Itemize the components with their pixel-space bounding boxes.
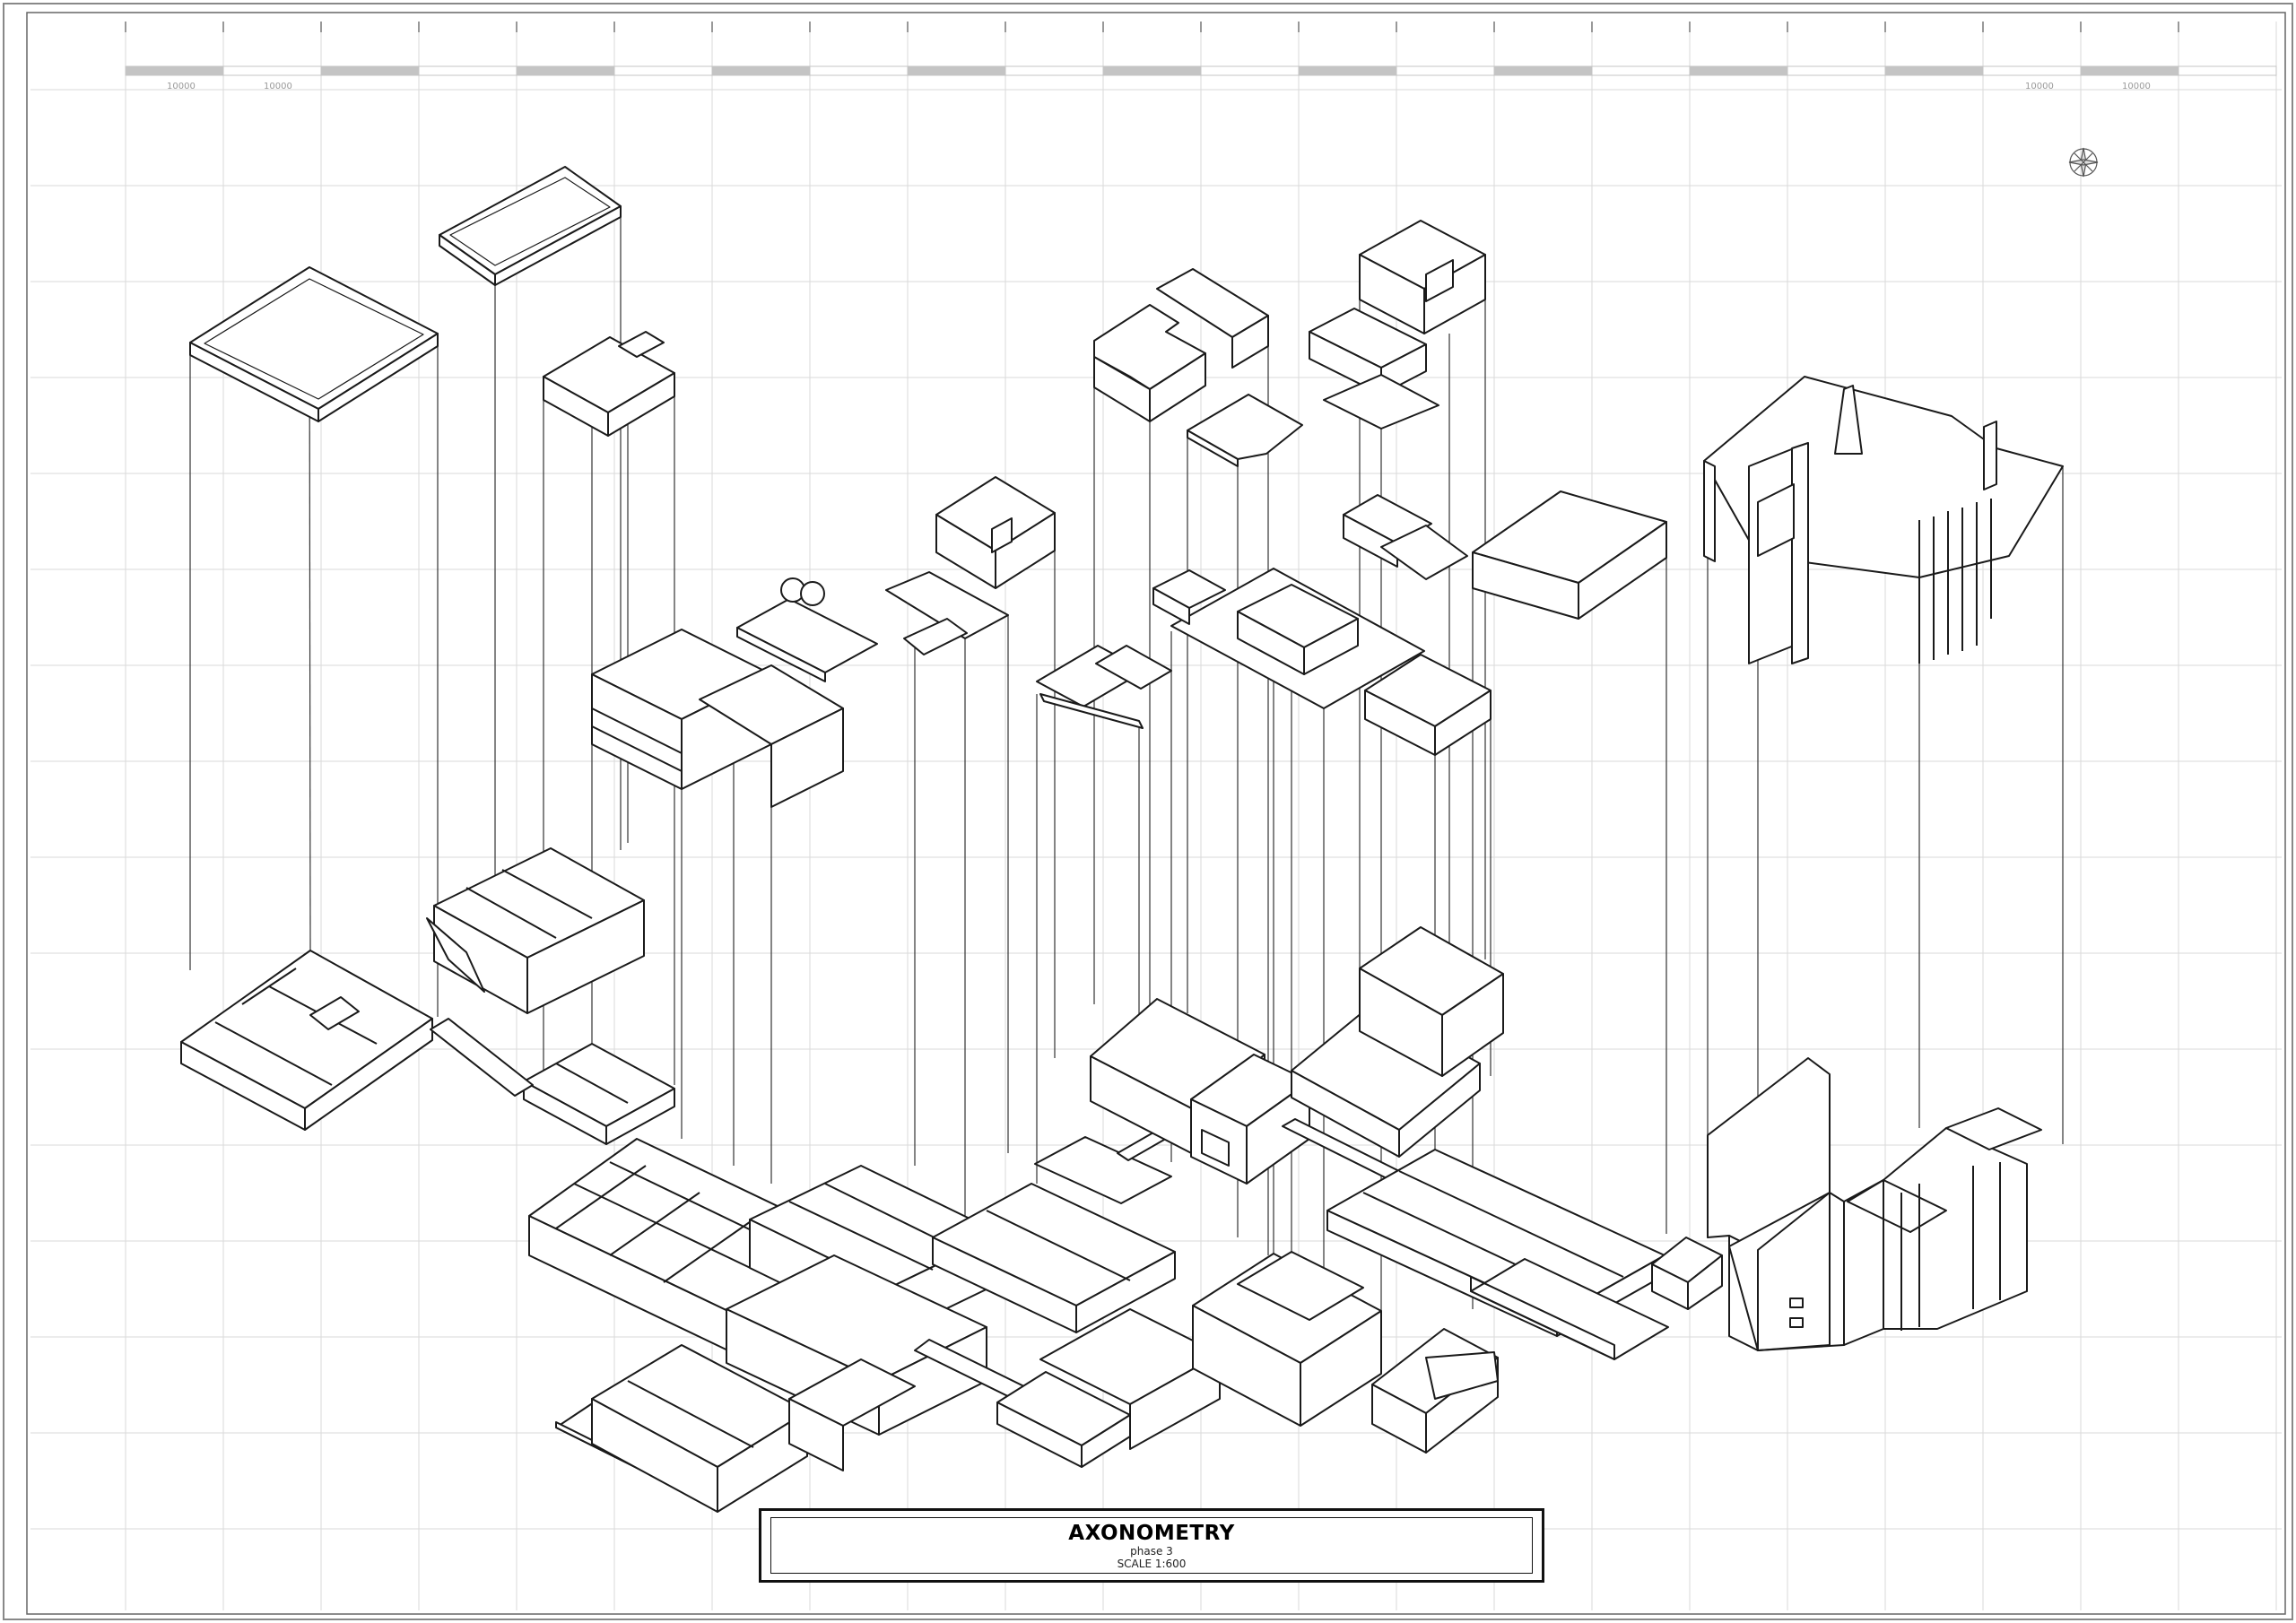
- plan-block-3: [523, 1043, 675, 1145]
- plan-block-13: [1192, 1251, 1382, 1427]
- drawing-scale: SCALE 1:600: [1117, 1557, 1187, 1570]
- scale-bar-segment-12: [1298, 65, 1397, 76]
- title-block: AXONOMETRY phase 3 SCALE 1:600: [759, 1508, 1544, 1583]
- plan-block-6: [555, 1344, 826, 1513]
- pavilion-roof: [736, 577, 878, 682]
- plan-block-10: [1090, 998, 1310, 1185]
- scale-bar-segment-0: [125, 65, 224, 76]
- house-volume-6: [1309, 308, 1439, 430]
- house-volume-3: [591, 629, 844, 808]
- scale-bar-segment-6: [711, 65, 811, 76]
- house-volume-8: [1343, 494, 1468, 580]
- plan-block-9: [996, 1308, 1221, 1468]
- plan-block-8: [932, 1136, 1176, 1333]
- scale-bar-segment-5: [613, 65, 713, 76]
- scale-bar-segment-9: [1004, 65, 1104, 76]
- plan-block-12: [1326, 1149, 1669, 1360]
- scale-bar-segment-18: [1884, 65, 1984, 76]
- scale-bar-segment-20: [2080, 65, 2179, 76]
- title-block-inner: AXONOMETRY phase 3 SCALE 1:600: [770, 1517, 1533, 1574]
- scale-label-4: 10000: [2122, 82, 2151, 91]
- scale-bar-segment-2: [320, 65, 420, 76]
- house-volume-4: [1093, 268, 1269, 422]
- scale-bar-segment-3: [418, 65, 517, 76]
- scale-label-2: 10000: [264, 82, 292, 91]
- drawing-title: AXONOMETRY: [1068, 1521, 1235, 1545]
- scale-bar: [125, 22, 2277, 76]
- plan-block-15: [1651, 1237, 1723, 1310]
- plan-block-14: [1371, 1328, 1499, 1454]
- house-volume-7: [1472, 490, 1667, 620]
- upper-volumes: [189, 166, 2064, 808]
- scale-bar-segment-11: [1200, 65, 1300, 76]
- scale-bar-segment-13: [1396, 65, 1495, 76]
- scale-bar-segment-14: [1493, 65, 1593, 76]
- scale-bar-segment-10: [1102, 65, 1202, 76]
- roof-slab-3: [1036, 645, 1172, 729]
- roof-slab-1: [885, 571, 1009, 655]
- cathedral-roof: [1703, 376, 2064, 664]
- scale-label-1: 10000: [167, 82, 196, 91]
- house-volume-1: [543, 331, 675, 437]
- scale-label-3: 10000: [2025, 82, 2054, 91]
- roof-complex: [1152, 568, 1492, 756]
- scale-bar-segment-8: [907, 65, 1006, 76]
- house-volume-2: [935, 476, 1056, 589]
- scale-bar-segment-1: [222, 65, 322, 76]
- sheet-outer-border: [3, 3, 2293, 1620]
- plan-block-2: [426, 847, 645, 1014]
- scale-bar-segment-7: [809, 65, 909, 76]
- bridge-connector: [430, 1018, 534, 1097]
- tower-roof-b: [439, 166, 622, 286]
- tower-roof-a: [189, 266, 439, 422]
- drawing-phase: phase 3: [1130, 1544, 1173, 1558]
- scale-bar-segment-16: [1689, 65, 1788, 76]
- plan-block-11: [1291, 926, 1504, 1158]
- scale-bar-segment-21: [2178, 65, 2277, 76]
- sheet-inner-border: [26, 12, 2286, 1615]
- roof-slab-2: [1187, 394, 1303, 467]
- plan-block-1: [180, 950, 433, 1131]
- scale-bar-segment-4: [516, 65, 615, 76]
- scale-bar-segment-15: [1591, 65, 1691, 76]
- house-volume-5: [1359, 220, 1486, 334]
- lower-plan-levels: [180, 847, 2042, 1513]
- scale-bar-segment-19: [1982, 65, 2082, 76]
- scale-bar-segment-17: [1787, 65, 1886, 76]
- cathedral-walls: [1707, 1057, 2042, 1351]
- compass-rose-icon: [2068, 147, 2099, 178]
